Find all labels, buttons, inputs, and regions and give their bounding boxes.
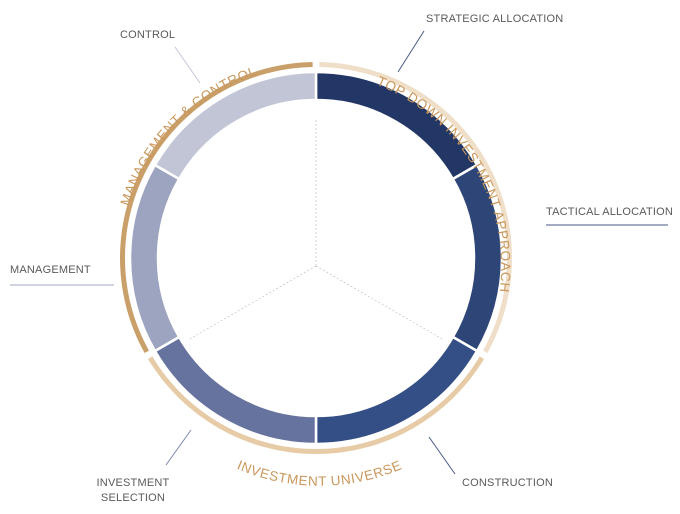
dotted-spokes (187, 118, 445, 341)
label-strategic-allocation: STRATEGIC ALLOCATION (426, 13, 564, 25)
label-control: CONTROL (120, 29, 176, 41)
leader-control (174, 46, 201, 84)
segment-management (128, 163, 181, 353)
leader-strategic-allocation (397, 30, 425, 73)
label-investment-selection-line2: SELECTION (100, 492, 166, 504)
arc-investment-universe (147, 356, 485, 454)
outer-arcs (120, 62, 512, 454)
arc-top-down (319, 62, 512, 354)
label-investment-selection-line1: INVESTMENT (96, 477, 170, 489)
arc-title-investment-universe: INVESTMENT UNIVERSE (235, 457, 404, 488)
spoke-lower-left (187, 265, 317, 341)
segment-control (153, 70, 318, 181)
label-investment-selection: INVESTMENT SELECTION (92, 476, 174, 506)
leader-lines (10, 30, 668, 475)
label-construction: CONSTRUCTION (462, 477, 554, 489)
segment-construction (314, 335, 479, 446)
ring-segments (128, 70, 504, 446)
label-management: MANAGEMENT (10, 264, 91, 276)
spoke-lower-right (315, 265, 445, 341)
leader-investment-selection (165, 429, 192, 466)
leader-construction (428, 436, 456, 475)
arc-management-control (120, 62, 313, 354)
label-tactical-allocation: TACTICAL ALLOCATION (546, 206, 674, 218)
segment-investment-selection (153, 335, 318, 446)
